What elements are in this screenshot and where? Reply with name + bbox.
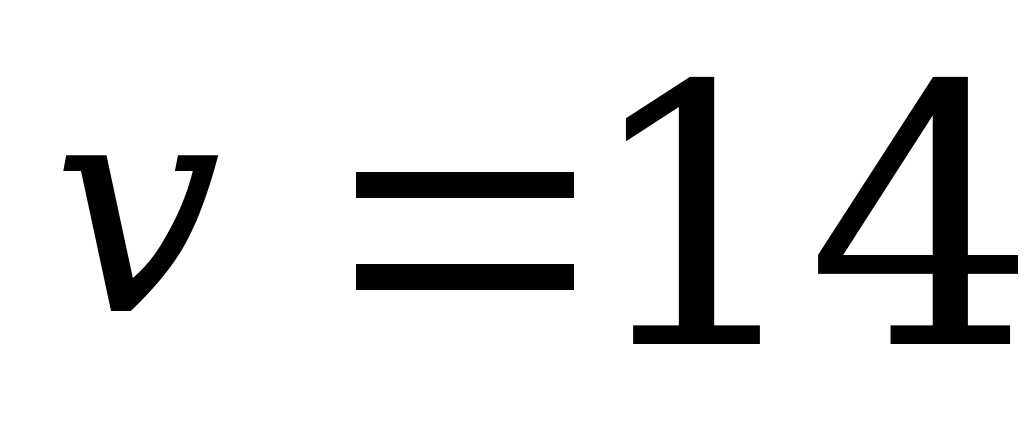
value-number: 14 — [582, 10, 1024, 429]
equals-top-bar — [356, 172, 574, 198]
variable-v: v — [52, 33, 222, 382]
equals-sign — [356, 172, 574, 290]
equals-bottom-bar — [356, 264, 574, 290]
